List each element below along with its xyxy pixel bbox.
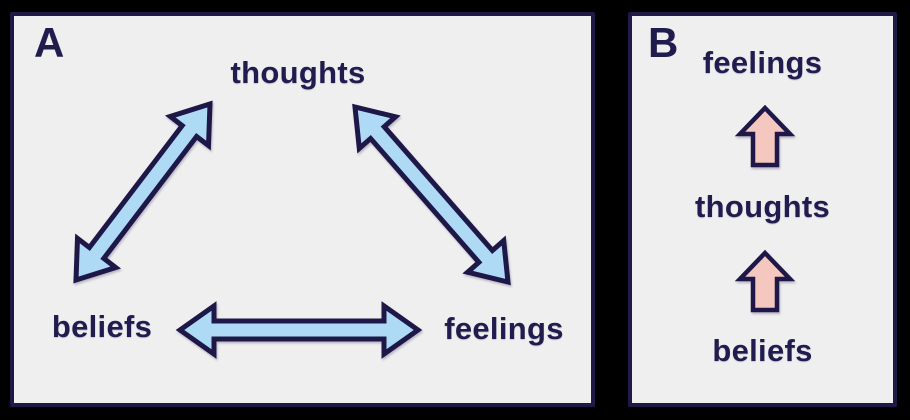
beliefs-thoughts-double-arrow-icon xyxy=(73,100,213,284)
beliefs-to-thoughts-up-arrow-icon xyxy=(734,249,796,313)
panel-b: B feelings thoughts beliefs xyxy=(628,12,897,407)
thoughts-feelings-double-arrow-icon xyxy=(352,103,511,286)
panel-b-label: B xyxy=(648,19,679,66)
flow-item-thoughts: thoughts xyxy=(695,189,830,224)
node-thoughts: thoughts xyxy=(230,55,366,90)
thoughts-to-feelings-up-arrow-icon xyxy=(734,104,796,168)
panel-a-label: A xyxy=(34,19,65,66)
flow-item-feelings: feelings xyxy=(702,45,823,80)
node-feelings: feelings xyxy=(444,311,564,346)
node-beliefs: beliefs xyxy=(51,309,153,344)
panel-a: A thoughts beliefs feelings xyxy=(10,12,595,407)
beliefs-feelings-double-arrow-icon xyxy=(175,301,423,359)
panel-b-arrow-layer xyxy=(734,104,796,313)
flow-item-beliefs: beliefs xyxy=(712,333,813,368)
panel-a-arrow-layer xyxy=(73,100,511,359)
